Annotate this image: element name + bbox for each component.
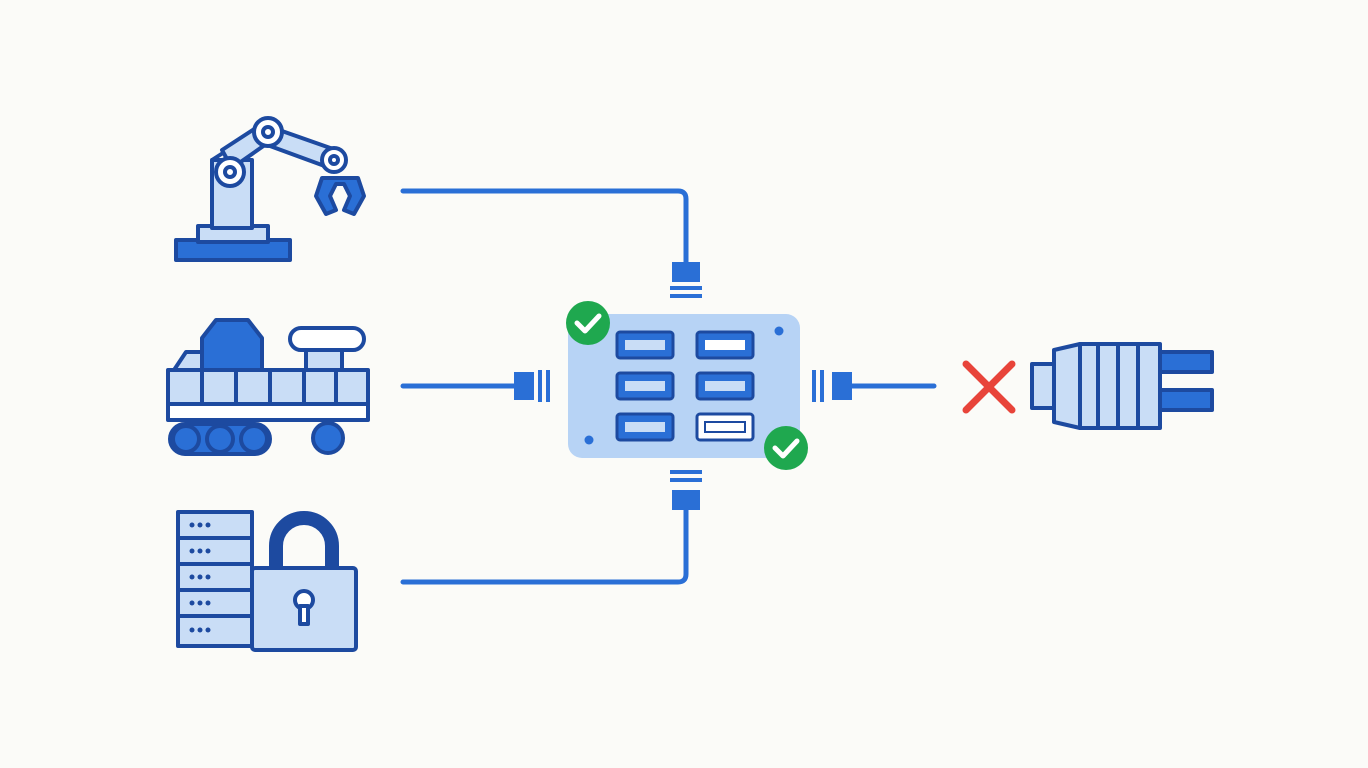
cable-server-to-hub	[400, 507, 689, 585]
server-lock-icon	[176, 510, 358, 652]
plug-bottom	[670, 470, 702, 510]
check-icon	[764, 426, 808, 470]
legacy-connector-icon	[1030, 342, 1214, 430]
plug-right	[812, 370, 852, 402]
port-grid	[615, 330, 755, 442]
network-switch-icon	[568, 314, 800, 458]
plug-left	[514, 370, 550, 402]
conveyor-machine-icon	[166, 318, 370, 456]
cable-robot-to-hub	[400, 188, 689, 265]
plug-top	[670, 262, 702, 298]
check-icon	[566, 301, 610, 345]
robot-arm-icon	[174, 116, 366, 262]
cross-icon	[962, 360, 1016, 414]
